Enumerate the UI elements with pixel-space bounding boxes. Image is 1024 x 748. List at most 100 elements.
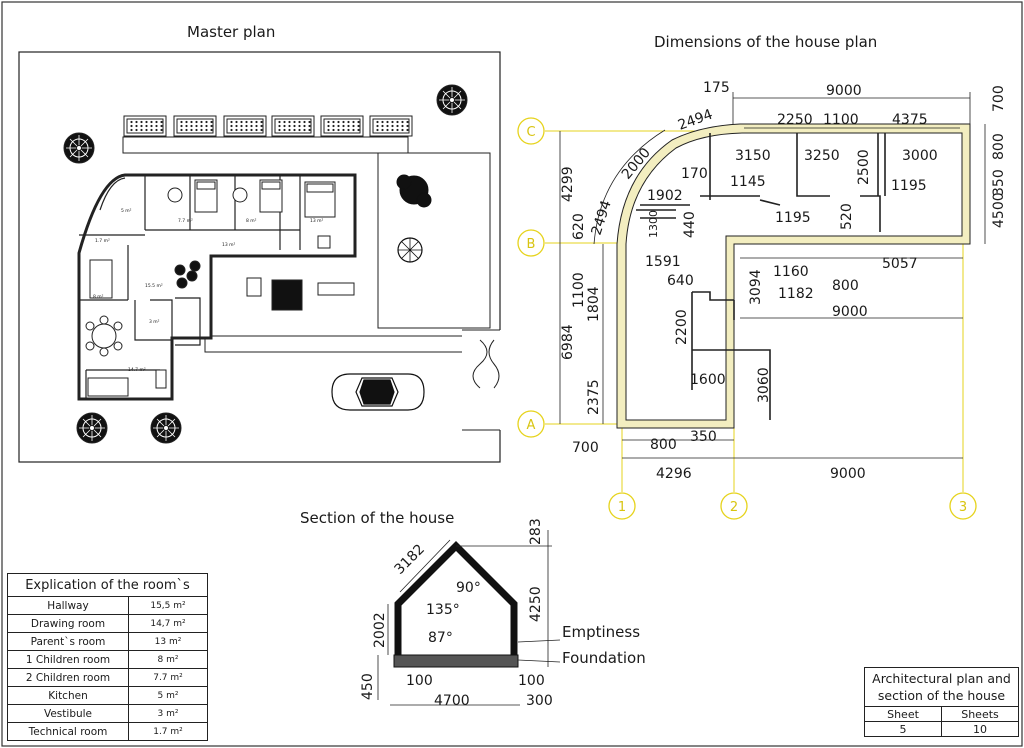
plan-area-label: 3 m²: [149, 319, 160, 325]
dim-2375: 2375: [586, 379, 602, 415]
title-block-line-1: Architectural plan and: [872, 671, 1011, 686]
dim-4500: 4500: [991, 192, 1007, 228]
tree-symbol: [150, 412, 182, 444]
dim-4299: 4299: [560, 166, 576, 202]
tree-symbol: [63, 132, 95, 164]
deciduous-tree-symbol: [396, 174, 432, 263]
dim-1100-left: 1100: [571, 272, 587, 308]
axis-bubble-a: [517, 410, 545, 438]
dim-800-bottom: 800: [650, 437, 677, 453]
title-dimensions: Dimensions of the house plan: [654, 33, 878, 51]
dim-440: 440: [682, 211, 698, 238]
dim-3060: 3060: [756, 367, 772, 403]
dim-700-right: 700: [991, 85, 1007, 112]
section-angle-90: 90°: [456, 580, 481, 596]
dim-6984: 6984: [560, 324, 576, 360]
dim-700-bottom: 700: [572, 440, 599, 456]
dim-3150: 3150: [735, 148, 771, 164]
plan-area-label: 1.7 m²: [95, 238, 110, 244]
dim-5057: 5057: [882, 256, 918, 272]
room-name: Drawing room: [7, 614, 129, 633]
room-name: Vestibule: [7, 704, 129, 723]
dim-640: 640: [667, 273, 694, 289]
plan-area-label: 14.7 m²: [128, 367, 146, 373]
title-section: Section of the house: [300, 509, 455, 527]
section-dim-4700: 4700: [434, 693, 470, 709]
axis-label-b: B: [527, 237, 536, 252]
room-area: 1.7 m²: [128, 722, 208, 741]
section-angle-135: 135°: [426, 602, 460, 618]
dim-3000: 3000: [902, 148, 938, 164]
dim-9000-top: 9000: [826, 83, 862, 99]
plan-area-label: 13 m²: [222, 242, 236, 248]
master-plan: [18, 51, 502, 463]
sheet-number: 5: [864, 721, 942, 737]
dim-1600: 1600: [690, 372, 726, 388]
axis-label-2: 2: [730, 500, 738, 515]
plan-area-label: 8 m²: [246, 218, 257, 224]
dim-170: 170: [681, 166, 708, 182]
axis-bubble-3: [949, 492, 977, 520]
axis-bubble-c: [517, 117, 545, 145]
dim-175: 175: [703, 80, 730, 96]
room-name: Technical room: [7, 722, 129, 741]
foundation-slab: [393, 654, 519, 668]
dim-1902: 1902: [647, 188, 683, 204]
dim-800-mid: 800: [832, 278, 859, 294]
house-walls: [616, 123, 971, 429]
explication-header: Explication of the room`s: [7, 573, 208, 597]
dim-350-bottom: 350: [690, 429, 717, 445]
section-dim-3182: 3182: [392, 541, 429, 578]
dim-3094: 3094: [748, 269, 764, 305]
dim-1182: 1182: [778, 286, 814, 302]
axis-label-a: A: [527, 418, 536, 433]
dimension-plan: C B A 1 2 3 175 9000 700 2494 2250 1100 …: [517, 80, 1007, 520]
dim-2250: 2250: [777, 112, 813, 128]
plan-area-label: 8 m²: [93, 294, 104, 300]
dim-620: 620: [571, 213, 587, 240]
dim-9000-bottom: 9000: [830, 466, 866, 482]
axis-markers: [517, 117, 977, 520]
dim-1100-top: 1100: [823, 112, 859, 128]
car-symbol: [331, 373, 425, 411]
dim-2500: 2500: [856, 149, 872, 185]
axis-label-c: C: [526, 125, 535, 140]
dim-1804: 1804: [586, 286, 602, 322]
room-area: 7.7 m²: [128, 668, 208, 687]
room-name: Parent`s room: [7, 632, 129, 651]
axis-bubble-1: [608, 492, 636, 520]
dim-4375: 4375: [892, 112, 928, 128]
house-footprint: [77, 173, 357, 401]
dim-800-right: 800: [991, 133, 1007, 160]
tree-symbol: [436, 84, 468, 116]
plan-area-label: 7.7 m²: [178, 218, 193, 224]
room-area: 5 m²: [128, 686, 208, 705]
plan-area-label: 13 m²: [310, 218, 324, 224]
dim-1145: 1145: [730, 174, 766, 190]
dim-350-right: 350: [991, 169, 1007, 196]
dim-2200: 2200: [674, 309, 690, 345]
room-name: Kitchen: [7, 686, 129, 705]
section-dim-300: 300: [526, 693, 553, 709]
room-area: 3 m²: [128, 704, 208, 723]
dim-1195-a: 1195: [891, 178, 927, 194]
section-angle-87: 87°: [428, 630, 453, 646]
plan-area-label: 15.5 m²: [145, 283, 163, 289]
section-dim-100-right: 100: [518, 673, 545, 689]
house-section: 3182 283 90° 4250 135° 2002 87° Emptines…: [360, 518, 646, 709]
room-area: 13 m²: [128, 632, 208, 651]
dim-3250: 3250: [804, 148, 840, 164]
dim-1160: 1160: [773, 264, 809, 280]
tree-symbol: [76, 412, 108, 444]
dim-520: 520: [839, 203, 855, 230]
